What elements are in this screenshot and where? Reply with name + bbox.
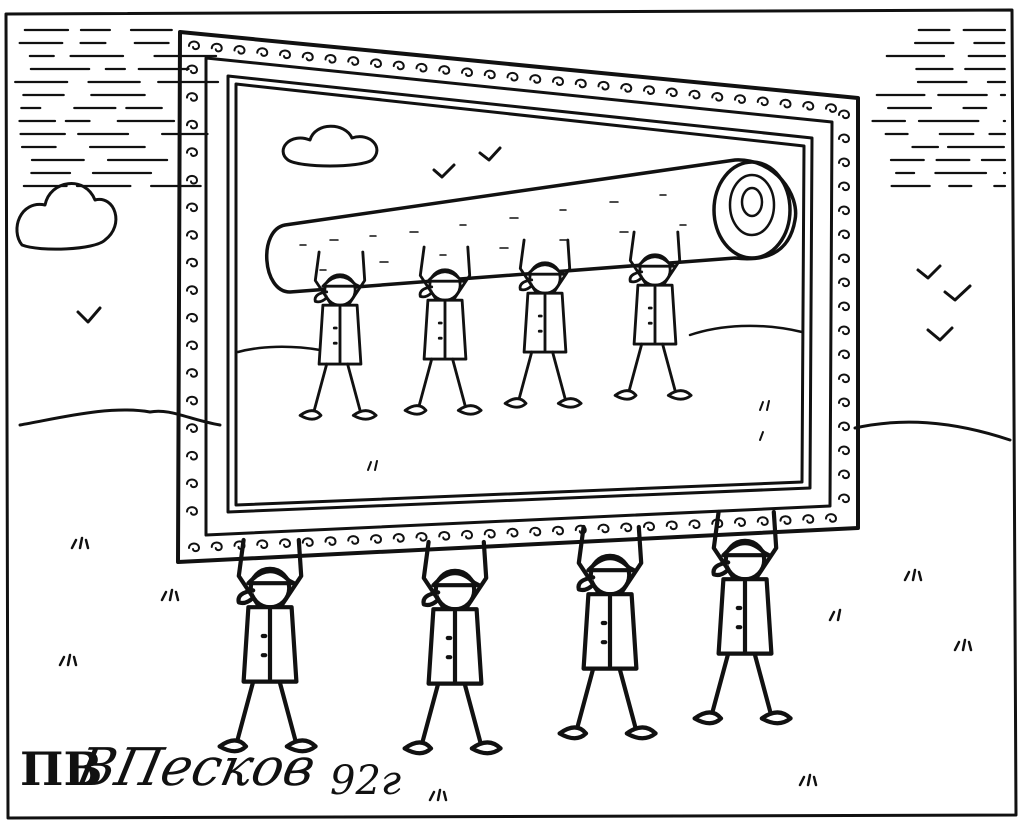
log	[264, 158, 798, 294]
sky-hatching	[14, 28, 1007, 188]
picture-area	[234, 82, 806, 507]
drawing-border	[4, 8, 1018, 820]
painting-bird-1	[432, 163, 456, 179]
hills-left	[18, 408, 222, 427]
painting-scene	[236, 124, 804, 471]
painting-cloud	[281, 124, 379, 168]
painting-frame	[176, 30, 860, 564]
cloud-left	[15, 182, 118, 251]
bird-outside-1	[76, 306, 102, 324]
artist-signature: ВПесков	[71, 738, 321, 798]
hills-right	[853, 420, 1012, 442]
painting-bird-2	[478, 146, 502, 162]
bird-outside-3	[943, 284, 972, 302]
grass-tufts	[58, 536, 973, 802]
painting-log-carriers	[298, 230, 693, 421]
drawing-year: 92г	[330, 758, 402, 804]
painting-hills	[236, 324, 804, 354]
bird-outside-2	[916, 264, 942, 280]
artist-monogram: ПВ	[20, 742, 103, 796]
frame-carriers	[217, 509, 793, 756]
painting-grass	[367, 400, 770, 471]
bird-outside-4	[926, 326, 954, 342]
